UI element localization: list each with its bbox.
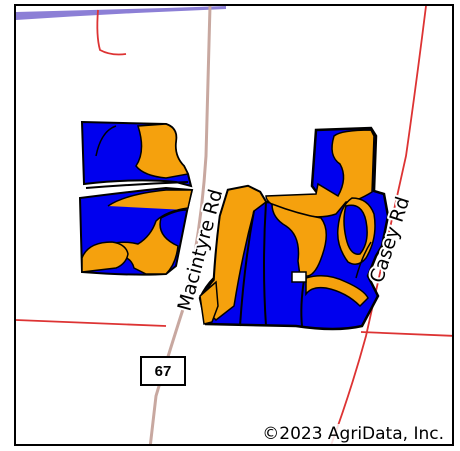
red-boundary-line xyxy=(16,319,167,327)
field-west[interactable] xyxy=(78,120,194,276)
field-inclusion xyxy=(291,271,307,283)
zone-orange xyxy=(135,123,190,179)
red-boundary-line xyxy=(96,9,127,56)
field-divider-line xyxy=(239,210,255,327)
route-shield: 67 xyxy=(140,356,186,386)
water-feature xyxy=(16,6,226,20)
map-frame[interactable]: Macintyre Rd Casey Rd 67 ©2023 AgriData,… xyxy=(14,4,454,446)
field-divider-line xyxy=(355,241,372,279)
red-boundary-line xyxy=(360,331,452,337)
copyright-notice: ©2023 AgriData, Inc. xyxy=(260,424,446,444)
field-divider-line xyxy=(85,181,189,189)
zone-orange xyxy=(305,275,369,308)
zone-orange xyxy=(271,202,327,277)
field-divider-line xyxy=(95,125,117,157)
field-divider-line xyxy=(263,201,267,327)
field-divider-line xyxy=(300,279,305,327)
map-canvas[interactable]: Macintyre Rd Casey Rd xyxy=(16,6,454,446)
red-boundary-line xyxy=(330,6,427,444)
zone-orange xyxy=(81,241,129,273)
zone-orange xyxy=(199,280,219,325)
zone-blue xyxy=(343,204,368,255)
field-east[interactable] xyxy=(198,126,390,331)
